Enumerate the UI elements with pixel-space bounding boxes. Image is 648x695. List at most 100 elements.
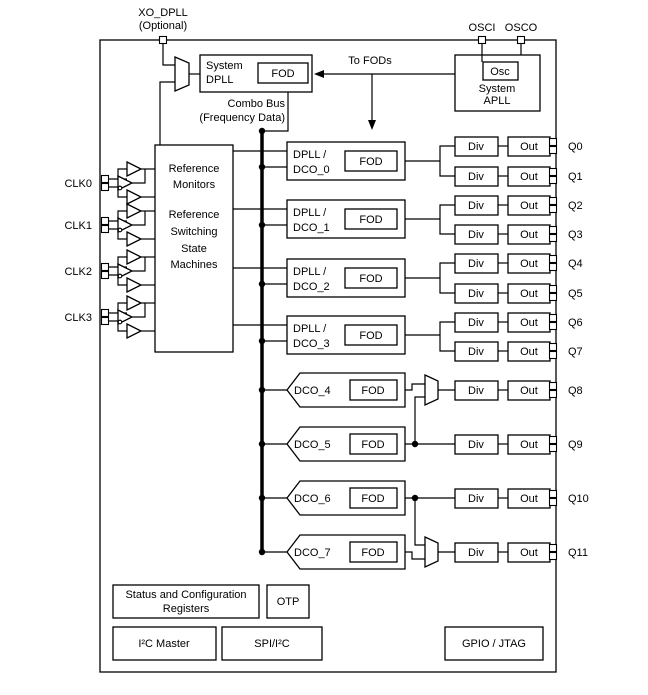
out-label: Out <box>520 288 538 300</box>
pin <box>548 167 558 177</box>
invert-bubble <box>117 185 123 191</box>
fanout-wire <box>439 262 455 294</box>
dpll-label-1: DPLL / <box>293 207 327 219</box>
spi-i2c-label: SPI/I²C <box>254 638 290 650</box>
i2c-master-block <box>112 626 217 661</box>
reference-block <box>154 144 234 353</box>
pin <box>100 270 110 280</box>
invert-bubble <box>117 319 123 325</box>
fod-block <box>344 324 398 346</box>
reference-label: State <box>181 243 207 255</box>
pin <box>548 389 558 399</box>
fanout-wire <box>439 145 455 177</box>
pin <box>477 35 487 45</box>
pin <box>548 284 558 294</box>
out-label: Out <box>520 385 538 397</box>
otp-block <box>266 584 310 619</box>
buffer-icon <box>126 294 143 312</box>
pin <box>548 145 558 155</box>
invert-bubble <box>117 273 123 279</box>
reference-label: Reference <box>169 209 220 221</box>
dpll-label-1: DPLL / <box>293 323 327 335</box>
div-label: Div <box>468 200 484 212</box>
apll-label-2: APLL <box>484 95 511 107</box>
status-config-block <box>112 584 260 619</box>
dco-label: DCO_6 <box>294 493 331 505</box>
pin <box>548 225 558 235</box>
osc-block <box>482 61 519 81</box>
status-label-2: Registers <box>163 603 210 615</box>
output-pin-label: Q2 <box>568 200 583 212</box>
pin <box>100 174 110 184</box>
xo-dpll-label: XO_DPLL <box>138 7 188 19</box>
pin <box>548 292 558 302</box>
fod-label: FOD <box>361 493 384 505</box>
clk-label: CLK0 <box>64 178 92 190</box>
system-dpll-fod-label: FOD <box>271 68 294 80</box>
buffer-icon <box>126 322 143 340</box>
buffer-icon <box>126 188 143 206</box>
pin <box>548 196 558 206</box>
fod-label: FOD <box>361 439 384 451</box>
pin <box>100 308 110 318</box>
clk-wire <box>109 320 127 332</box>
output-pin-label: Q4 <box>568 258 583 270</box>
clk-wire <box>109 210 127 222</box>
div-label: Div <box>468 258 484 270</box>
to-fods-label: To FODs <box>348 55 392 67</box>
fod-block <box>344 150 398 172</box>
out-label: Out <box>520 258 538 270</box>
pin <box>516 35 526 45</box>
pin <box>548 204 558 214</box>
out-label: Out <box>520 317 538 329</box>
pin <box>100 182 110 192</box>
fod-block <box>349 541 398 563</box>
fod-label: FOD <box>359 214 382 226</box>
system-dpll-fod <box>257 62 309 84</box>
output-pin-label: Q1 <box>568 171 583 183</box>
dpll-label-2: DCO_1 <box>293 222 330 234</box>
receiver-wire <box>132 257 146 272</box>
system-dpll-label-1: System <box>206 60 243 72</box>
junction-dot <box>258 548 266 556</box>
output-pin-label: Q5 <box>568 288 583 300</box>
osc-label: Osc <box>490 66 510 78</box>
fanout-wire <box>439 321 455 352</box>
junction-dot <box>258 163 266 171</box>
dco6-to-mux-wire <box>414 498 425 546</box>
pin <box>548 443 558 453</box>
osco-label: OSCO <box>505 22 538 34</box>
pin <box>100 262 110 272</box>
output-pin-label: Q8 <box>568 385 583 397</box>
xo-wire <box>162 44 175 66</box>
ref-to-mux-wire <box>159 81 175 145</box>
buffer-icon <box>126 248 143 266</box>
clk-wire <box>109 256 127 268</box>
pin <box>548 137 558 147</box>
apll-label-1: System <box>479 83 516 95</box>
clk-label: CLK2 <box>64 266 92 278</box>
receiver-wire <box>132 211 146 226</box>
pin <box>548 175 558 185</box>
div-label: Div <box>468 317 484 329</box>
otp-label: OTP <box>277 596 300 608</box>
receiver-wire <box>132 303 146 318</box>
dpll-label-2: DCO_3 <box>293 338 330 350</box>
div-label: Div <box>468 346 484 358</box>
div-label: Div <box>468 385 484 397</box>
pin <box>548 233 558 243</box>
mux <box>424 535 439 569</box>
out-label: Out <box>520 346 538 358</box>
output-pin-label: Q3 <box>568 229 583 241</box>
pin <box>548 489 558 499</box>
pin <box>548 551 558 561</box>
combo-bus-label-1: Combo Bus <box>228 98 286 110</box>
fod-block <box>344 267 398 289</box>
dpll-label-2: DCO_0 <box>293 164 330 176</box>
out-label: Out <box>520 547 538 559</box>
pin <box>548 342 558 352</box>
fod-block <box>349 433 398 455</box>
pin <box>548 381 558 391</box>
pin <box>100 216 110 226</box>
